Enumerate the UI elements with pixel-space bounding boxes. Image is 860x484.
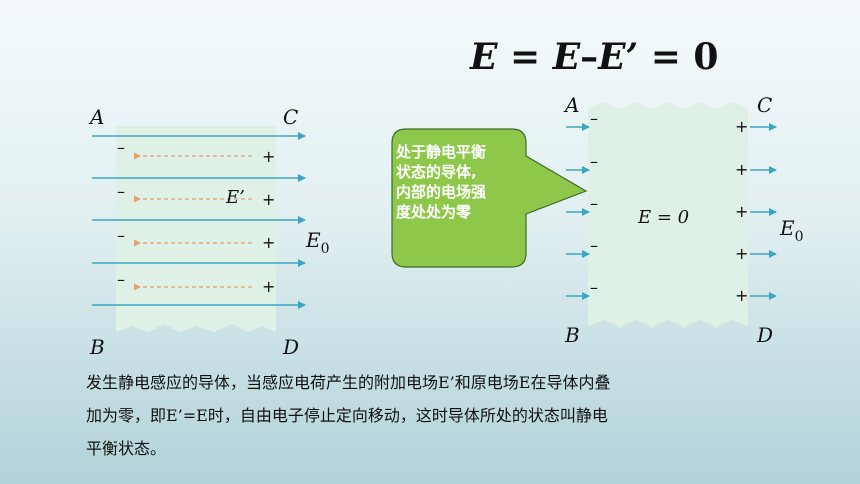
left-corner-b: B	[89, 335, 105, 359]
left-pos-charge: +	[262, 233, 275, 252]
left-corner-a: A	[88, 105, 104, 129]
left-corner-d: D	[282, 335, 299, 359]
right-pos-charge: +	[735, 117, 748, 136]
left-pos-charge: +	[262, 190, 275, 209]
left-diagram: – – – – + + + + E’ A C B D E0	[88, 105, 330, 359]
formula-e-induced: E’	[598, 36, 639, 78]
right-diagram: – – – – – + + + + + E = 0 A C B D E0	[563, 93, 804, 347]
formula-equals-2: =	[650, 36, 681, 78]
left-neg-charge: –	[117, 138, 125, 157]
callout-line: 度处处为零	[396, 203, 472, 221]
formula-e-total: E	[470, 36, 498, 78]
left-neg-charge: –	[117, 270, 125, 289]
formula-minus: –	[580, 36, 599, 78]
left-neg-charge: –	[117, 182, 125, 201]
callout-text: 处于静电平衡 状态的导体, 内部的电场强 度处处为零	[396, 142, 536, 222]
right-pos-charge: +	[735, 202, 748, 221]
right-pos-charge: +	[735, 286, 748, 305]
equilibrium-formula: E = E–E’ = 0	[470, 36, 718, 78]
right-neg-charge: –	[590, 278, 598, 297]
right-neg-charge: –	[590, 152, 598, 171]
left-induced-field-label: E’	[225, 187, 245, 208]
right-corner-a: A	[563, 93, 579, 117]
paragraph-line: 平衡状态。	[86, 439, 167, 458]
right-neg-charge: –	[590, 194, 598, 213]
left-pos-charge: +	[262, 147, 275, 166]
callout-bubble	[391, 128, 588, 268]
right-corner-d: D	[756, 323, 773, 347]
right-pos-charge: +	[735, 160, 748, 179]
right-conductor	[588, 102, 748, 327]
right-external-field-label: E0	[779, 216, 804, 245]
left-corner-c: C	[283, 105, 298, 129]
right-corner-c: C	[757, 93, 772, 117]
right-neg-charge: –	[590, 109, 598, 128]
right-inside-field-label: E = 0	[637, 207, 689, 228]
formula-e-original: E	[552, 36, 581, 78]
paragraph-line: 加为零，即E’=E时，自由电子停止定向移动，这时导体所处的状态叫静电	[86, 406, 608, 425]
left-neg-charge: –	[117, 226, 125, 245]
explanation-paragraph: 发生静电感应的导体，当感应电荷产生的附加电场E’和原电场E在导体内叠 加为零，即…	[86, 366, 806, 465]
callout-line: 内部的电场强	[396, 183, 487, 201]
callout-line: 处于静电平衡	[396, 143, 487, 161]
right-corner-b: B	[564, 323, 580, 347]
right-pos-charge: +	[735, 244, 748, 263]
formula-equals-1: =	[510, 36, 541, 78]
left-conductor	[116, 126, 276, 332]
left-external-field-label: E0	[305, 228, 330, 257]
formula-zero: 0	[693, 36, 719, 78]
left-pos-charge: +	[262, 277, 275, 296]
right-neg-charge: –	[590, 236, 598, 255]
callout-line: 状态的导体,	[396, 163, 477, 181]
paragraph-line: 发生静电感应的导体，当感应电荷产生的附加电场E’和原电场E在导体内叠	[86, 373, 611, 392]
